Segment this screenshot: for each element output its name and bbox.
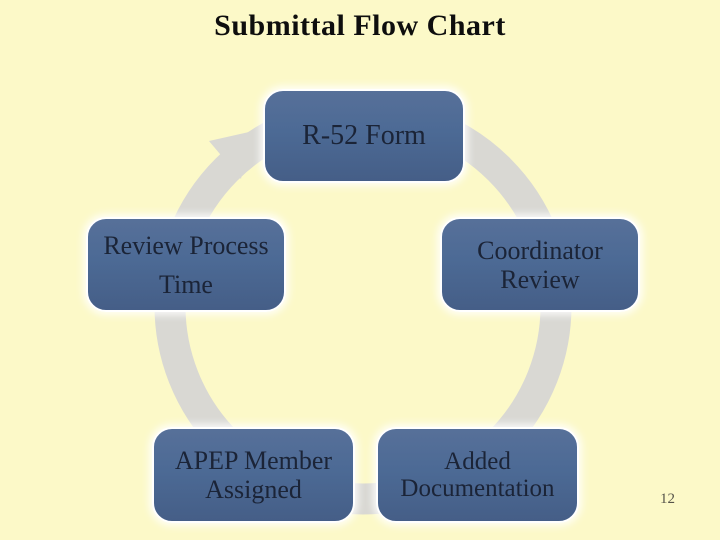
slide-title: Submittal Flow Chart [214,9,506,42]
node-coordinator-review: Coordinator Review [440,217,640,312]
clockwise-arrow-icon [209,132,249,179]
node-review-process-time-label-line1: Review Process [103,230,269,260]
node-r52-form-label: R-52 Form [302,120,426,151]
node-apep-member-assigned-label-line1: APEP Member [174,446,333,475]
node-coordinator-review-label-line2: Review [500,264,580,294]
node-review-process-time-label-line2: Time [159,269,213,299]
node-r52-form: R-52 Form [263,89,465,183]
node-added-documentation: Added Documentation [376,427,579,523]
node-added-documentation-label-line2: Documentation [400,475,555,502]
node-added-documentation-label-line1: Added [444,448,511,475]
node-coordinator-review-label-line1: Coordinator [477,235,603,265]
node-review-process-time: Review Process Time [86,217,286,312]
page-number: 12 [660,491,675,507]
node-apep-member-assigned-label-line2: Assigned [205,475,302,504]
node-apep-member-assigned: APEP Member Assigned [152,427,355,523]
